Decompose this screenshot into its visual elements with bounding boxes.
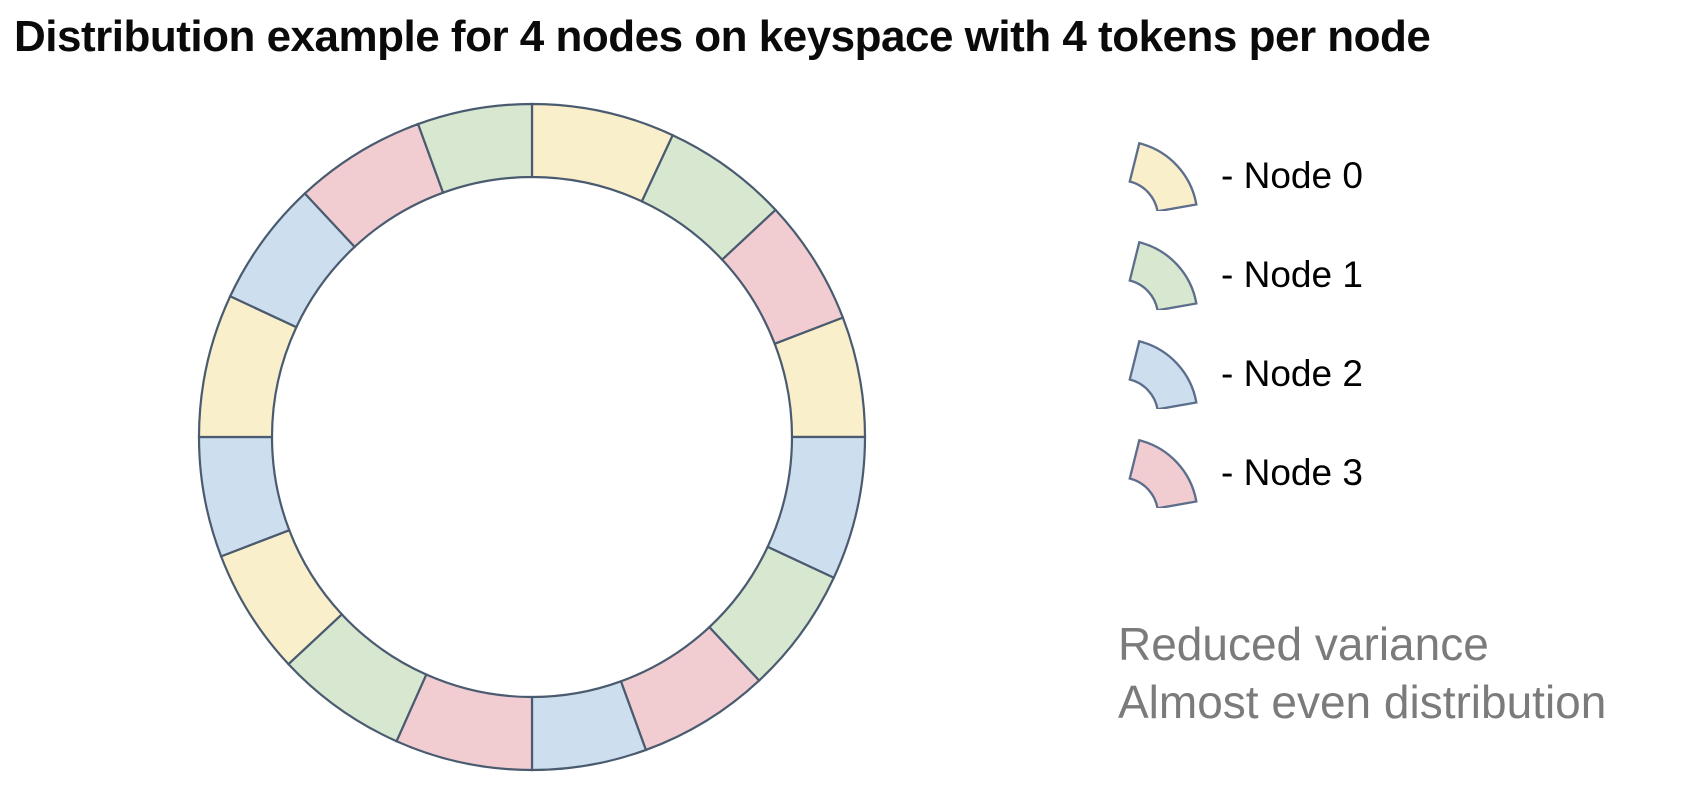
node-2-swatch-icon bbox=[1128, 339, 1198, 409]
legend-label-node-3: - Node 3 bbox=[1221, 452, 1363, 493]
annotation-text: Reduced variance Almost even distributio… bbox=[1118, 615, 1606, 731]
legend-label-node-1: - Node 1 bbox=[1221, 254, 1363, 295]
legend-row-node-0: - Node 0 bbox=[1127, 141, 1363, 211]
annotation-line-2: Almost even distribution bbox=[1118, 676, 1607, 728]
legend-row-node-1: - Node 1 bbox=[1127, 240, 1363, 310]
node-1-swatch-shape bbox=[1128, 240, 1198, 310]
node-0-swatch-shape bbox=[1128, 141, 1198, 211]
node-3-swatch-icon bbox=[1128, 438, 1198, 508]
token-ring-diagram bbox=[197, 102, 867, 772]
legend-row-node-3: - Node 3 bbox=[1127, 438, 1363, 508]
node-0-swatch-icon bbox=[1128, 141, 1198, 211]
node-3-swatch-shape bbox=[1128, 438, 1198, 508]
legend-row-node-2: - Node 2 bbox=[1127, 339, 1363, 409]
legend-label-node-2: - Node 2 bbox=[1221, 353, 1363, 394]
ring-segment-15-node-1 bbox=[416, 102, 534, 195]
annotation-line-1: Reduced variance bbox=[1118, 618, 1489, 670]
page-title: Distribution example for 4 nodes on keys… bbox=[14, 12, 1431, 61]
node-1-swatch-icon bbox=[1128, 240, 1198, 310]
legend: - Node 0 - Node 1 - Node 2 - Node 3 bbox=[1127, 141, 1363, 537]
legend-label-node-0: - Node 0 bbox=[1221, 155, 1363, 196]
node-2-swatch-shape bbox=[1128, 339, 1198, 409]
